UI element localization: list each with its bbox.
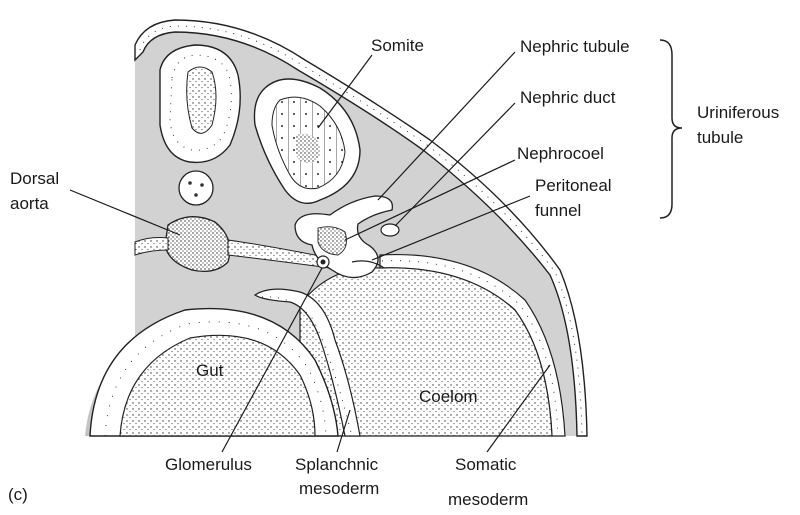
dorsal-aorta — [164, 216, 231, 273]
label-splanchnic-line1: Splanchnic — [295, 455, 379, 474]
leader-peritoneal-funnel — [371, 195, 531, 261]
label-glomerulus: Glomerulus — [165, 455, 252, 474]
label-uriniferous-line2: tubule — [697, 128, 743, 147]
label-nephric-tubule: Nephric tubule — [520, 37, 630, 56]
label-peritoneal-line2: funnel — [535, 201, 581, 220]
label-dorsal-aorta-line1: Dorsal — [10, 169, 59, 188]
glomerulus-inner — [320, 259, 326, 265]
notochord-nuclei-2 — [200, 183, 204, 187]
notochord-nuclei-3 — [194, 193, 198, 197]
nephrocoel-space — [317, 226, 347, 256]
leader-splanchnic-mesoderm — [336, 409, 351, 453]
label-nephric-duct: Nephric duct — [520, 88, 616, 107]
label-nephrocoel: Nephrocoel — [517, 144, 604, 163]
leader-nephric-duct — [394, 102, 516, 227]
somite-core — [296, 133, 321, 164]
neural-tube-lumen — [186, 66, 217, 134]
label-splanchnic-line2: mesoderm — [299, 479, 379, 498]
panel-letter: (c) — [8, 485, 28, 504]
vessel-strand-left — [134, 237, 169, 256]
notochord-nuclei-1 — [188, 181, 192, 185]
label-peritoneal-line1: Peritoneal — [535, 176, 612, 195]
ectoderm-layer — [134, 19, 588, 437]
splanchnic-mesoderm-layer — [253, 288, 361, 437]
notochord — [178, 170, 214, 206]
peritoneal-funnel-mouth — [351, 260, 385, 269]
leader-somite — [317, 54, 373, 129]
label-somatic-line1: Somatic — [455, 455, 517, 474]
label-dorsal-aorta-line2: aorta — [10, 194, 49, 213]
label-uriniferous-line1: Uriniferous — [697, 103, 779, 122]
leader-glomerulus — [221, 267, 323, 453]
label-coelom: Coelom — [419, 387, 478, 406]
nephric-duct — [380, 223, 400, 237]
label-somite: Somite — [371, 36, 424, 55]
leader-dorsal-aorta — [69, 189, 181, 236]
gut-lumen — [119, 334, 316, 437]
label-gut: Gut — [196, 361, 224, 380]
uriniferous-brace — [659, 39, 683, 219]
leader-somatic-mesoderm — [486, 364, 551, 453]
leader-nephric-tubule — [377, 51, 516, 201]
leader-nephrocoel — [344, 159, 516, 241]
label-somatic-line2: mesoderm — [448, 490, 528, 509]
